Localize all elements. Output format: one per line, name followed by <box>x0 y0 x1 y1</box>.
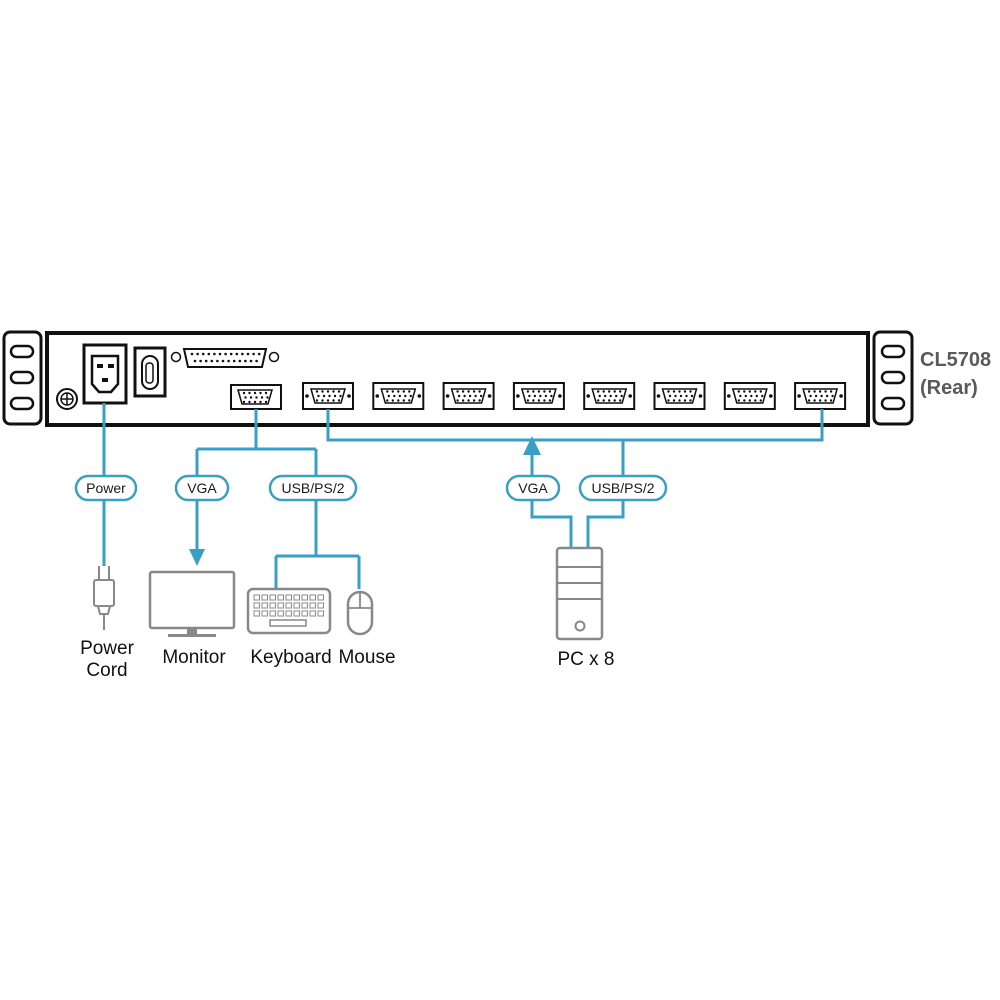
pc-port-bus <box>326 409 824 442</box>
monitor-icon <box>148 570 236 637</box>
db25-port-icon <box>170 348 280 368</box>
right-rack-ear <box>872 330 914 426</box>
pc-port-7-icon <box>723 382 776 410</box>
monitor-caption: Monitor <box>162 647 226 668</box>
mouse-caption: Mouse <box>338 647 395 668</box>
power-plug-icon <box>93 566 115 630</box>
ground-screw-icon <box>56 388 78 410</box>
power-cord-caption-line2: Cord <box>86 660 127 681</box>
pc-port-3-icon <box>442 382 495 410</box>
console-usb-cable-label: USB/PS/2 <box>268 474 358 502</box>
console-vga-cable-label: VGA <box>174 474 230 502</box>
pc-port-4-icon <box>512 382 565 410</box>
pc-tower-icon <box>555 546 604 641</box>
svg-text:USB/PS/2: USB/PS/2 <box>591 480 654 496</box>
pc-port-2-icon <box>372 382 425 410</box>
keyboard-icon <box>246 587 332 635</box>
left-rack-ear <box>2 330 43 426</box>
power-switch-icon <box>133 346 167 398</box>
power-inlet-icon <box>82 343 128 405</box>
power-cable-label: Power <box>74 474 138 502</box>
model-name: CL5708 <box>920 349 991 371</box>
pc-usb-cable-label: USB/PS/2 <box>578 474 668 502</box>
keyboard-caption: Keyboard <box>250 647 331 668</box>
console-vga-port-icon <box>230 384 282 410</box>
svg-text:USB/PS/2: USB/PS/2 <box>281 480 344 496</box>
model-view-label: (Rear) <box>920 377 978 399</box>
svg-text:Power: Power <box>86 480 126 496</box>
pc-vga-arrow-icon <box>523 436 541 455</box>
pc-port-8-icon <box>794 382 847 410</box>
power-cord-caption-line1: Power <box>80 638 135 659</box>
pc-caption: PC x 8 <box>557 649 614 670</box>
pc-port-1-icon <box>302 382 354 410</box>
kvm-chassis <box>45 331 870 427</box>
pc-port-group <box>302 382 847 410</box>
pc-port-6-icon <box>653 382 706 410</box>
svg-text:VGA: VGA <box>518 480 548 496</box>
monitor-arrow-icon <box>189 549 205 566</box>
svg-text:VGA: VGA <box>187 480 217 496</box>
mouse-icon <box>346 590 374 636</box>
pc-port-5-icon <box>583 382 636 410</box>
pc-vga-cable-label: VGA <box>505 474 561 502</box>
